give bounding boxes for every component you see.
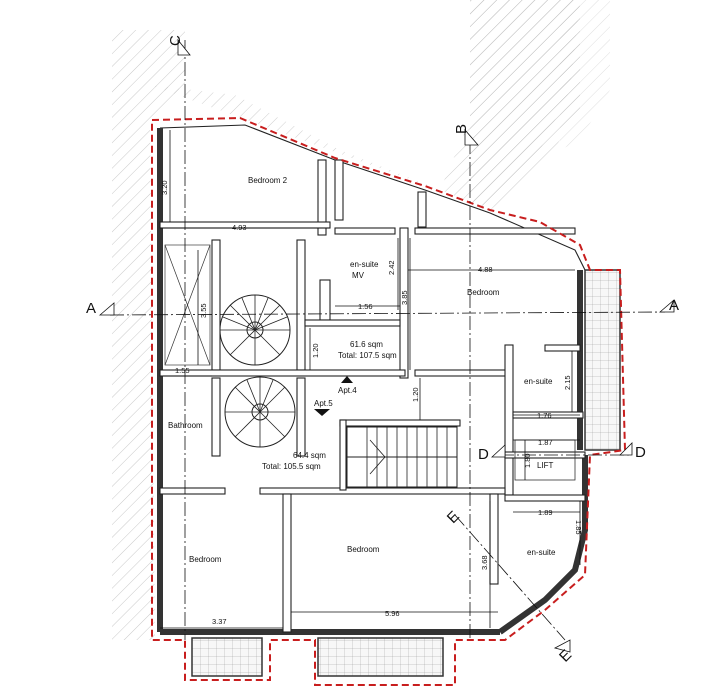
dim-2-42: 2.42 xyxy=(387,260,396,275)
dim-1-87: 1.87 xyxy=(538,438,553,447)
dim-2-15: 2.15 xyxy=(563,375,572,390)
apartment-4-info: 61.6 sqm Total: 107.5 sqm Apt.4 xyxy=(338,340,397,395)
apartment-5-info: Apt.5 64.4 sqm Total: 105.5 sqm xyxy=(262,399,333,471)
dimension-lines xyxy=(160,130,581,629)
room-label-bedroom-lower-left: Bedroom xyxy=(189,555,222,564)
apt4-label: Apt.4 xyxy=(338,386,357,395)
balcony-bottom-center xyxy=(317,637,444,677)
room-label-bedroom-2: Bedroom 2 xyxy=(248,176,288,185)
hatched-neighbour-area xyxy=(112,0,610,640)
dim-1-80: 1.80 xyxy=(523,453,532,468)
room-label-bathroom: Bathroom xyxy=(168,421,203,430)
section-label-e-bottom: E xyxy=(556,647,575,666)
section-marker-a-left: A xyxy=(86,300,115,317)
apt5-area: 64.4 sqm xyxy=(293,451,326,460)
dim-1-20-a: 1.20 xyxy=(311,343,320,358)
dim-3-20: 3.20 xyxy=(160,180,169,195)
room-label-ensuite-lower: en-suite xyxy=(527,548,556,557)
room-label-bedroom-lower-center: Bedroom xyxy=(347,545,380,554)
spiral-stair-upper xyxy=(219,294,291,366)
spiral-stair-lower xyxy=(224,376,296,448)
dim-1-85: 1.85 xyxy=(574,520,583,535)
balcony-bottom-left xyxy=(191,637,263,677)
apt4-area: 61.6 sqm xyxy=(350,340,383,349)
apt5-label: Apt.5 xyxy=(314,399,333,408)
dim-3-85: 3.85 xyxy=(400,290,409,305)
dim-1-20-b: 1.20 xyxy=(411,387,420,402)
dim-1-76: 1.76 xyxy=(537,411,552,420)
section-label-d-right: D xyxy=(635,444,646,461)
shaft-void xyxy=(164,244,211,366)
dim-1-55: 1.55 xyxy=(175,366,190,375)
dim-3-37: 3.37 xyxy=(212,617,227,626)
section-label-a-right: A xyxy=(669,297,679,314)
dim-3-68: 3.68 xyxy=(480,555,489,570)
section-label-c: C xyxy=(167,35,184,46)
straight-stair xyxy=(346,426,458,488)
section-marker-b: B xyxy=(453,124,479,146)
dim-3-55: 3.55 xyxy=(199,303,208,318)
dim-4-93: 4.93 xyxy=(232,223,247,232)
room-labels: Bedroom 2 en-suite MV Bedroom en-suite L… xyxy=(168,176,556,564)
section-label-b: B xyxy=(453,124,470,134)
section-marker-a-right: A xyxy=(658,297,679,314)
section-label-a-left: A xyxy=(86,300,96,317)
dim-5-96: 5.96 xyxy=(385,609,400,618)
floor-area xyxy=(155,120,590,638)
apt5-arrow-down-icon xyxy=(314,409,330,416)
room-label-ensuite-mv: en-suite xyxy=(350,260,379,269)
room-label-mv: MV xyxy=(352,271,365,280)
apt4-arrow-up-icon xyxy=(341,376,353,383)
section-label-d-left: D xyxy=(478,446,489,463)
dim-1-56: 1.56 xyxy=(358,302,373,311)
room-label-ensuite-right: en-suite xyxy=(524,377,553,386)
section-lines xyxy=(109,40,666,641)
room-label-lift: LIFT xyxy=(537,461,554,470)
section-marker-c: C xyxy=(167,35,191,56)
apt5-total: Total: 105.5 sqm xyxy=(262,462,321,471)
room-label-bedroom-right: Bedroom xyxy=(467,288,500,297)
section-marker-e-bottom: E xyxy=(553,639,575,666)
balcony-right xyxy=(584,269,621,451)
section-marker-d-left: D xyxy=(478,444,506,463)
property-boundary xyxy=(151,116,627,686)
dim-4-88: 4.88 xyxy=(478,265,493,274)
dimension-labels: 3.20 4.93 2.42 4.88 1.56 3.85 3.55 1.20 … xyxy=(160,180,583,626)
apt4-total: Total: 107.5 sqm xyxy=(338,351,397,360)
section-marker-d-right: D xyxy=(619,442,646,461)
dim-1-89: 1.89 xyxy=(538,508,553,517)
